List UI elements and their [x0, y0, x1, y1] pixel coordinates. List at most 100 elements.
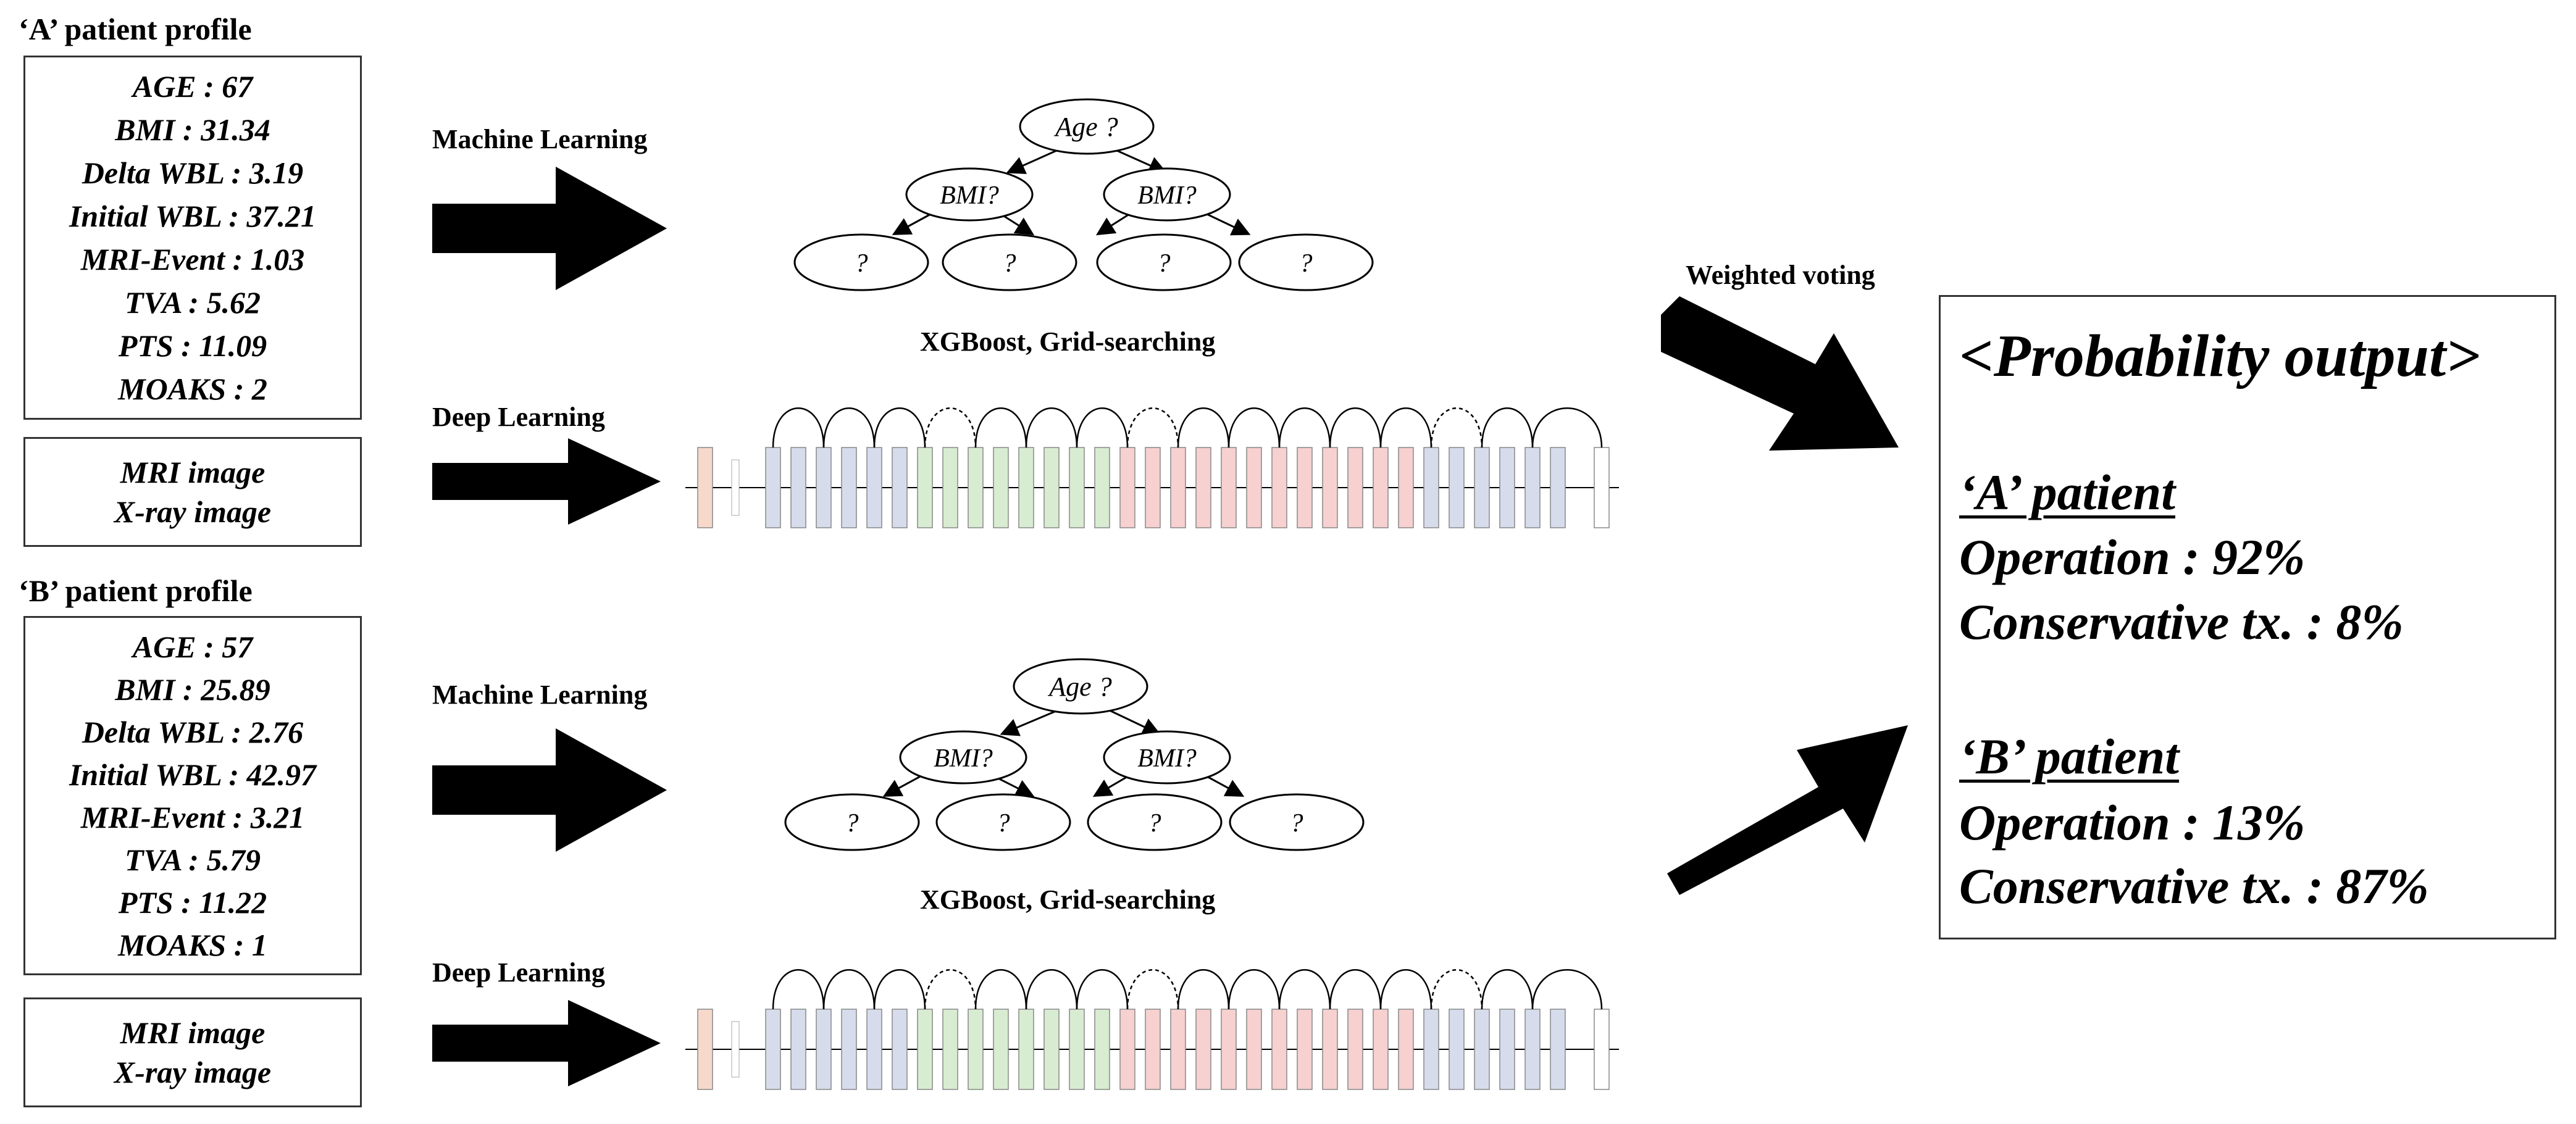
patient-a-result-heading: ‘A’ patient [1959, 464, 2175, 520]
resnet-layer-block [1094, 447, 1110, 528]
resnet-skip-connection [974, 407, 1027, 448]
resnet-layer-block [1347, 1009, 1363, 1090]
resnet-layer-block [1043, 1009, 1060, 1090]
tree-leaf-node: ? [1229, 793, 1365, 851]
patient-a-resnet-diagram [685, 407, 1619, 528]
patient-b-feature-tva: TVA : 5.79 [125, 842, 261, 877]
patient-a-xray-image-label: X-ray image [114, 494, 272, 529]
resnet-skip-connection [1126, 407, 1179, 448]
patient-a-feature-tva: TVA : 5.62 [125, 285, 261, 320]
resnet-layer-block [1449, 447, 1465, 528]
patient-b-decision-tree: Age ? BMI? BMI? ? ? ? ? [784, 658, 1365, 851]
resnet-layer-block [1322, 447, 1338, 528]
resnet-layer-block [816, 447, 832, 528]
resnet-skip-connection [1481, 407, 1534, 448]
svg-text:?: ? [1300, 249, 1313, 278]
weighted-voting-label: Weighted voting [1686, 260, 1875, 290]
resnet-layer-block [1373, 1009, 1389, 1090]
tree-leaf-node: ? [942, 233, 1077, 291]
patient-a-dl-arrow [432, 438, 661, 525]
resnet-layer-block [993, 1009, 1009, 1090]
patient-a-title: ‘A’ patient profile [19, 12, 252, 46]
patient-b-operation-prob: Operation : 13% [1959, 794, 2306, 851]
patient-b-resnet-diagram [685, 969, 1619, 1090]
tree-mid-node-right: BMI? [1103, 730, 1231, 785]
resnet-layer-block [841, 447, 857, 528]
patient-a-profile-box: AGE : 67 BMI : 31.34 Delta WBL : 3.19 In… [23, 56, 362, 420]
resnet-layer-block [1119, 447, 1135, 528]
resnet-skip-connection [1177, 407, 1230, 448]
resnet-layer-block [942, 1009, 958, 1090]
resnet-skip-connection [974, 969, 1027, 1010]
resnet-skip-connection [1278, 969, 1331, 1010]
tree-leaf-node: ? [935, 793, 1071, 851]
resnet-layer-block [765, 447, 781, 528]
patient-b-title: ‘B’ patient profile [19, 573, 253, 608]
resnet-skip-connection [1126, 969, 1179, 1010]
resnet-layer-block [1347, 447, 1363, 528]
resnet-layer-block [1499, 447, 1515, 528]
svg-text:Age ?: Age ? [1053, 112, 1118, 142]
resnet-skip-connection [1227, 969, 1281, 1010]
resnet-skip-connection [1379, 969, 1432, 1010]
resnet-layer-block [1550, 1009, 1566, 1090]
resnet-layer-block [1423, 447, 1439, 528]
resnet-skip-connection [1025, 969, 1078, 1010]
resnet-layer-block [1449, 1009, 1465, 1090]
patient-b-result-heading: ‘B’ patient [1959, 728, 2180, 785]
resnet-layer-block [765, 1009, 781, 1090]
resnet-layer-block [1119, 1009, 1135, 1090]
voting-arrow-down [1661, 296, 1899, 451]
resnet-skip-connection [1025, 407, 1078, 448]
resnet-skip-connection [1531, 407, 1603, 448]
patient-b-feature-bmi: BMI : 25.89 [115, 672, 270, 707]
resnet-fc-block [1594, 447, 1610, 528]
patient-a-decision-tree: Age ? BMI? BMI? ? ? ? ? [793, 98, 1374, 291]
resnet-layer-block [697, 1009, 713, 1090]
tree-mid-node-left: BMI? [905, 167, 1034, 222]
patient-a-feature-mri-event: MRI-Event : 1.03 [80, 242, 305, 277]
resnet-layer-block [1195, 447, 1211, 528]
resnet-layer-block [1474, 447, 1490, 528]
patient-a-conservative-prob: Conservative tx. : 8% [1959, 594, 2404, 650]
resnet-layer-block [1246, 447, 1262, 528]
resnet-skip-connection [1329, 969, 1382, 1010]
resnet-layer-block [1297, 447, 1313, 528]
resnet-layer-block [1271, 1009, 1287, 1090]
patient-a-image-box: MRI image X-ray image [23, 437, 362, 547]
resnet-layer-block [816, 1009, 832, 1090]
resnet-skip-connection [1278, 407, 1331, 448]
resnet-layer-block [1373, 447, 1389, 528]
patient-a-ml-label: Machine Learning [432, 124, 648, 154]
svg-text:?: ? [1148, 809, 1161, 838]
resnet-pool-marker [731, 1021, 740, 1078]
patient-b-xray-image-label: X-ray image [114, 1055, 272, 1089]
tree-leaf-node: ? [1087, 793, 1223, 851]
resnet-skip-connection [1329, 407, 1382, 448]
resnet-layer-block [917, 447, 933, 528]
svg-text:?: ? [1158, 249, 1171, 278]
resnet-skip-connection [1227, 407, 1281, 448]
resnet-layer-block [1069, 1009, 1085, 1090]
resnet-layer-block [892, 1009, 908, 1090]
resnet-skip-connection [822, 969, 876, 1010]
resnet-layer-block [841, 1009, 857, 1090]
resnet-layer-block [968, 1009, 984, 1090]
resnet-skip-connection [1076, 969, 1129, 1010]
resnet-layer-block [1094, 1009, 1110, 1090]
resnet-layer-block [1524, 1009, 1541, 1090]
patient-b-profile-box: AGE : 57 BMI : 25.89 Delta WBL : 2.76 In… [23, 616, 362, 975]
resnet-skip-connection [772, 407, 825, 448]
patient-b-ml-label: Machine Learning [432, 680, 648, 710]
resnet-layer-block [942, 447, 958, 528]
resnet-skip-connection [1379, 407, 1432, 448]
patient-a-operation-prob: Operation : 92% [1959, 529, 2306, 585]
resnet-layer-block [892, 447, 908, 528]
resnet-layer-block [1398, 447, 1414, 528]
patient-a-feature-delta-wbl: Delta WBL : 3.19 [82, 156, 304, 190]
resnet-layer-block [1524, 447, 1541, 528]
svg-text:Age ?: Age ? [1047, 672, 1111, 702]
resnet-layer-block [1474, 1009, 1490, 1090]
svg-text:BMI?: BMI? [1137, 744, 1197, 773]
resnet-skip-connection [873, 407, 926, 448]
